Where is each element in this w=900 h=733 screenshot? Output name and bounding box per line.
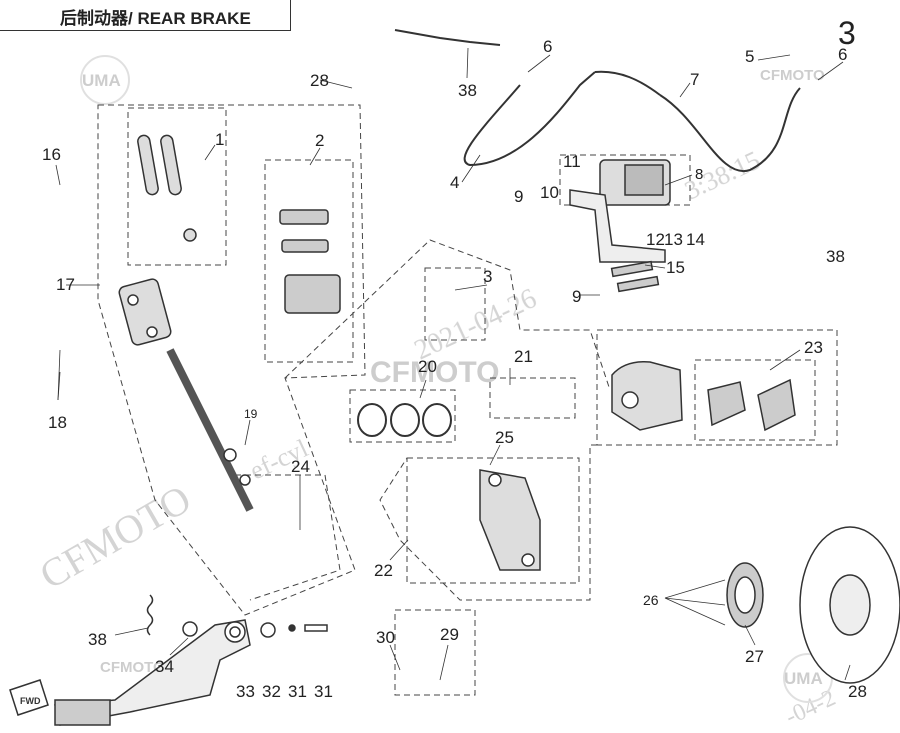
svg-text:38: 38 <box>826 247 845 266</box>
abs-module <box>569 159 671 293</box>
watermark-time: 3:38:15 <box>680 146 764 206</box>
svg-text:2: 2 <box>315 131 324 150</box>
svg-text:14: 14 <box>686 230 705 249</box>
piston-seals <box>357 403 452 437</box>
brake-pedal <box>54 619 251 726</box>
watermark-uma-bottom: UMA <box>784 669 823 688</box>
svg-text:33: 33 <box>236 682 255 701</box>
svg-text:19: 19 <box>244 407 258 421</box>
svg-text:18: 18 <box>48 413 67 432</box>
svg-text:6: 6 <box>838 45 847 64</box>
brake-pads <box>707 378 796 432</box>
svg-text:15: 15 <box>666 258 685 277</box>
svg-text:13: 13 <box>664 230 683 249</box>
svg-text:1: 1 <box>215 130 224 149</box>
svg-text:4: 4 <box>450 173 459 192</box>
callout-labels: 28 1 2 16 17 18 19 24 3 4 38 6 5 6 7 8 1… <box>42 15 867 701</box>
watermark-uma-top: UMA <box>82 71 121 90</box>
master-cylinder <box>118 278 254 512</box>
svg-text:23: 23 <box>804 338 823 357</box>
svg-text:24: 24 <box>291 457 310 476</box>
svg-text:22: 22 <box>374 561 393 580</box>
svg-text:11: 11 <box>563 152 581 171</box>
caliper-bracket <box>479 469 541 571</box>
svg-text:27: 27 <box>745 647 764 666</box>
svg-text:FWD: FWD <box>20 696 41 706</box>
pedal-spring <box>146 594 154 636</box>
svg-text:38: 38 <box>88 630 107 649</box>
watermark-cfmoto-left: CFMOTO <box>32 476 198 598</box>
svg-text:34: 34 <box>155 657 174 676</box>
svg-text:32: 32 <box>262 682 281 701</box>
svg-text:9: 9 <box>572 287 581 306</box>
group-outlines <box>97 104 838 696</box>
watermark-brand-top: CFMOTO <box>760 67 825 84</box>
watermark-brand-bottom: CFMOTO <box>100 659 165 676</box>
leader-lines <box>55 47 851 681</box>
svg-text:26: 26 <box>643 592 659 608</box>
svg-text:20: 20 <box>418 357 437 376</box>
svg-text:8: 8 <box>695 166 703 183</box>
diagram-title: 后制动器/ REAR BRAKE <box>60 9 251 28</box>
svg-text:38: 38 <box>458 81 477 100</box>
watermark-date-frag: -04-2 <box>782 685 840 731</box>
svg-text:31: 31 <box>288 682 307 701</box>
pedal-hardware <box>182 621 328 638</box>
svg-text:30: 30 <box>376 628 395 647</box>
brake-disc <box>799 526 900 684</box>
svg-text:7: 7 <box>690 70 699 89</box>
rear-caliper <box>611 361 683 431</box>
svg-text:12: 12 <box>646 230 665 249</box>
reservoir-hose <box>137 134 197 242</box>
svg-text:9: 9 <box>514 187 523 206</box>
svg-text:16: 16 <box>42 145 61 164</box>
svg-text:21: 21 <box>514 347 533 366</box>
brake-hoses <box>394 29 801 173</box>
svg-text:5: 5 <box>745 47 754 66</box>
fwd-tag: FWD <box>9 679 49 716</box>
svg-text:6: 6 <box>543 37 552 56</box>
svg-text:3: 3 <box>838 15 856 51</box>
abs-ring <box>726 562 764 628</box>
svg-text:3: 3 <box>483 267 492 286</box>
svg-text:31: 31 <box>314 682 333 701</box>
title-box: 后制动器/ REAR BRAKE <box>0 0 291 31</box>
svg-text:28: 28 <box>848 682 867 701</box>
svg-text:28: 28 <box>310 71 329 90</box>
watermark-brand-center: CFMOTO <box>370 356 499 389</box>
svg-text:10: 10 <box>540 183 559 202</box>
svg-text:17: 17 <box>56 275 75 294</box>
svg-text:25: 25 <box>495 428 514 447</box>
svg-text:29: 29 <box>440 625 459 644</box>
reservoir <box>279 209 341 314</box>
